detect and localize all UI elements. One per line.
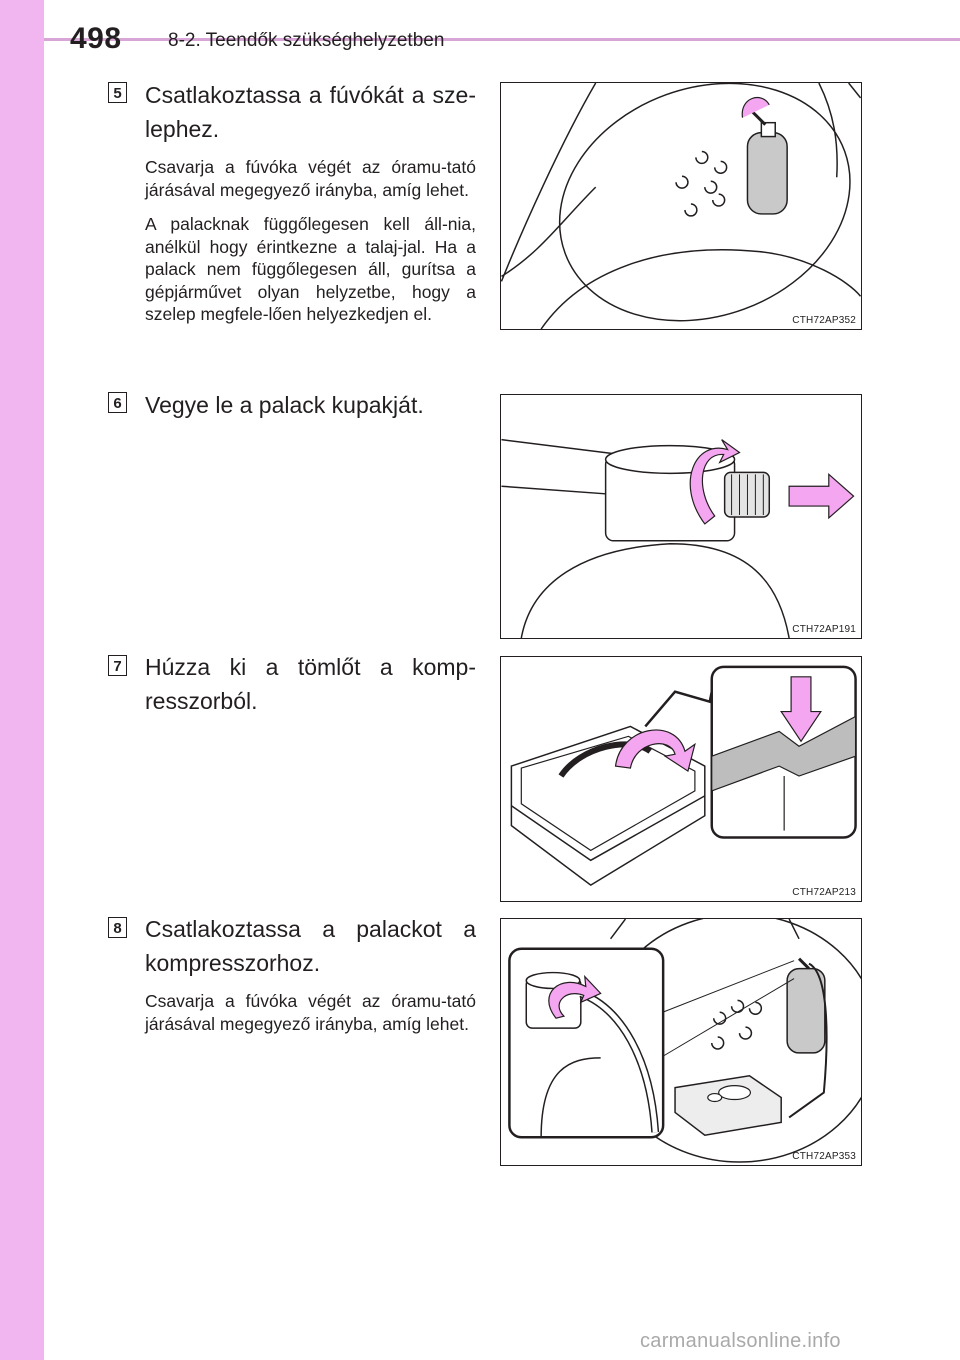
step-heading: Vegye le a palack kupakját. [145, 392, 424, 418]
step-heading: Csatlakoztassa a fúvókát a sze-lephez. [145, 82, 476, 142]
figure-code: CTH72AP191 [792, 624, 856, 635]
section-title: 8-2. Teendők szükséghelyzetben [168, 30, 445, 51]
step-heading: Csatlakoztassa a palackot a kompresszorh… [145, 916, 476, 976]
step-7-text: Húzza ki a tömlőt a komp-resszorból. [145, 650, 476, 728]
header-rule [44, 38, 960, 41]
step-8-text: Csatlakoztassa a palackot a kompresszorh… [145, 912, 476, 1047]
figure-code: CTH72AP352 [792, 315, 856, 326]
pull-hose-illustration [510, 665, 857, 887]
step-paragraph: A palacknak függőlegesen kell áll-nia, a… [145, 214, 476, 324]
figure-code: CTH72AP213 [792, 887, 856, 898]
step-paragraph: Csavarja a fúvóka végét az óramu-tató já… [145, 991, 476, 1034]
page-number: 498 [70, 22, 122, 55]
figure-nozzle-to-valve: CTH72AP352 [500, 82, 862, 330]
figure-code: CTH72AP353 [792, 1151, 856, 1162]
step-6-text: Vegye le a palack kupakját. [145, 388, 476, 432]
nozzle-valve-illustration [501, 83, 861, 329]
remove-cap-illustration [501, 438, 855, 638]
step-number-badge: 8 [108, 917, 127, 938]
watermark-text: carmanualsonline.info [640, 1330, 841, 1352]
step-number-badge: 6 [108, 392, 127, 413]
step-5-text: Csatlakoztassa a fúvókát a sze-lephez. C… [145, 78, 476, 338]
sidebar-color-strip [0, 0, 44, 1360]
step-paragraph: Csavarja a fúvóka végét az óramu-tató já… [145, 157, 476, 200]
figure-remove-cap: CTH72AP191 [500, 394, 862, 639]
figure-bottle-to-compressor: CTH72AP353 [500, 918, 862, 1166]
step-number-badge: 7 [108, 655, 127, 676]
figure-pull-hose: CTH72AP213 [500, 656, 862, 902]
step-number-badge: 5 [108, 82, 127, 103]
step-heading: Húzza ki a tömlőt a komp-resszorból. [145, 654, 476, 714]
bottle-compressor-illustration [508, 919, 861, 1163]
